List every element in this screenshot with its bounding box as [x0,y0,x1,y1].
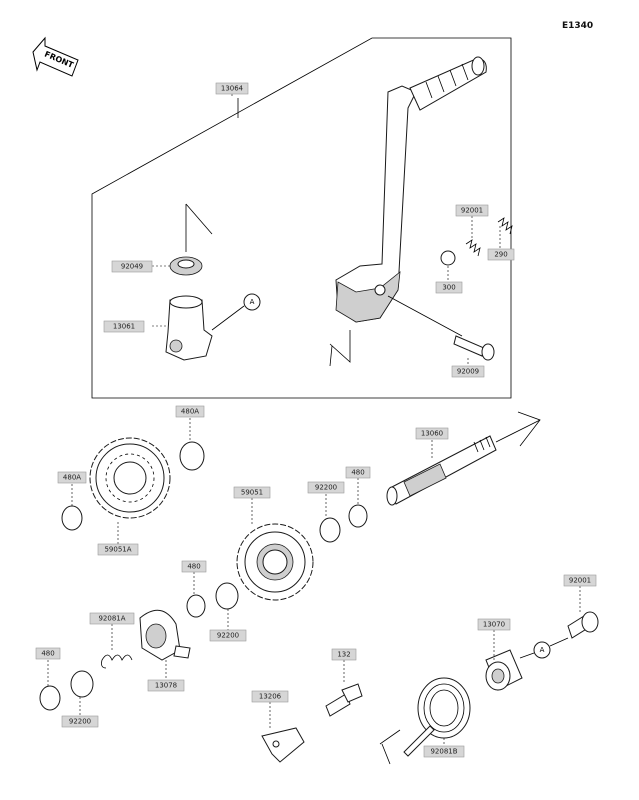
part-label-92200-bottom: 92200 [61,715,99,728]
circlip-480-low [186,594,206,618]
svg-text:480: 480 [187,563,200,571]
ref-marker-bottom [533,641,551,659]
svg-text:92009: 92009 [457,368,479,376]
ball-300 [440,250,456,266]
svg-text:A: A [540,646,545,654]
front-arrow-icon: FRONT [32,36,79,77]
part-label-92081B: 92081B [423,745,465,758]
washer-92200-bottom [70,670,94,698]
svg-text:132: 132 [337,651,350,659]
part-label-59051A: 59051A [97,543,139,556]
leader-lines [47,94,581,746]
ratchet-13078 [139,609,191,661]
kick-shaft-13060 [386,435,497,506]
bolt-132 [325,683,363,717]
svg-text:A: A [250,298,255,306]
part-label-13078: 13078 [147,679,185,692]
svg-text:92200: 92200 [217,632,239,640]
svg-text:13064: 13064 [221,85,244,93]
guide-13070 [485,649,523,691]
bolt-92001 [567,611,599,639]
spring-290 [497,217,513,235]
part-label-13061: 13061 [103,320,145,333]
svg-text:92001: 92001 [569,577,591,585]
part-label-300: 300 [435,281,463,294]
svg-text:92081B: 92081B [430,748,457,756]
part-label-92200-low: 92200 [209,629,247,642]
svg-text:300: 300 [442,284,455,292]
pivot-13061 [165,295,213,361]
stopper-13206 [261,727,305,763]
svg-text:480: 480 [41,650,54,658]
gear-59051 [236,523,314,601]
ref-marker-top [243,293,261,311]
part-label-59051: 59051 [233,486,271,499]
svg-text:480: 480 [351,469,364,477]
svg-text:13206: 13206 [259,693,282,701]
svg-text:92200: 92200 [69,718,91,726]
part-label-13064: 13064 [215,82,249,95]
svg-text:480A: 480A [63,474,81,482]
svg-text:13060: 13060 [421,430,443,438]
svg-text:480A: 480A [181,408,199,416]
svg-text:92049: 92049 [121,263,143,271]
part-label-92049: 92049 [111,260,153,273]
part-label-480-left: 480 [35,647,61,660]
assembly-outline [91,37,512,399]
part-label-92009: 92009 [451,365,485,378]
svg-text:13061: 13061 [113,323,135,331]
washer-92200-mid [319,517,341,543]
part-label-92200-mid: 92200 [307,481,345,494]
part-label-290: 290 [487,248,515,261]
part-label-92001-right: 92001 [563,574,597,587]
svg-text:13070: 13070 [483,621,505,629]
part-label-13060: 13060 [415,427,449,440]
svg-text:92081A: 92081A [98,615,125,623]
spring-92081B [403,677,471,757]
part-label-480A-top: 480A [175,405,205,418]
circlip-480A-top [179,441,205,471]
diagram-code: E1340 [562,21,594,31]
svg-text:92200: 92200 [315,484,337,492]
washer-92200-low [215,582,239,610]
part-label-132: 132 [331,648,357,661]
part-label-92001-top: 92001 [455,204,489,217]
svg-text:13078: 13078 [155,682,177,690]
spring-92081A [101,654,133,669]
circlip-480-left [39,685,61,711]
part-label-480-low: 480 [181,560,207,573]
svg-text:290: 290 [494,251,507,259]
gear-59051A [89,437,171,519]
circlip-480A-left [61,505,83,531]
circlip-480-mid [348,504,368,528]
part-label-92081A: 92081A [89,612,135,625]
svg-text:92001: 92001 [461,207,483,215]
part-label-13070: 13070 [477,618,511,631]
part-label-13206: 13206 [251,690,289,703]
svg-text:59051A: 59051A [104,546,131,554]
svg-text:59051: 59051 [241,489,263,497]
detent-spring [465,239,481,257]
bolt-92009 [453,335,495,361]
part-label-480-mid: 480 [345,466,371,479]
kick-pedal-lever [335,56,487,323]
part-label-480A-left: 480A [57,471,87,484]
